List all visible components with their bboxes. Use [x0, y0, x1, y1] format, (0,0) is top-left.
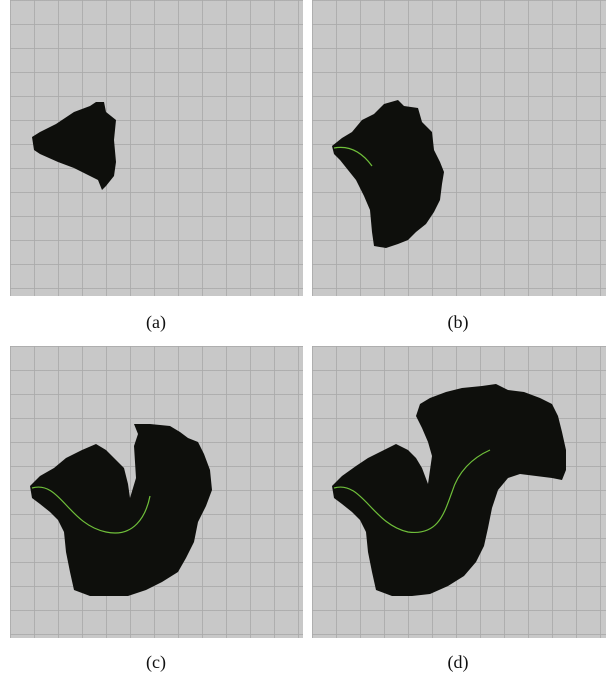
robot-trajectory	[31, 486, 151, 534]
caption-a: (a)	[146, 312, 166, 332]
caption-c: (c)	[146, 652, 166, 672]
explored-region	[32, 102, 116, 190]
occupancy-map-b	[332, 100, 444, 248]
map-panel-d	[312, 346, 606, 638]
map-panel-a	[10, 0, 303, 296]
explored-region	[332, 384, 566, 596]
map-panel-c	[10, 346, 303, 638]
occupancy-map-c	[30, 424, 212, 596]
occupancy-map-d	[332, 384, 566, 596]
map-panel-b	[312, 0, 606, 296]
occupancy-map-a	[32, 102, 116, 190]
explored-region	[30, 424, 212, 596]
explored-region	[332, 100, 444, 248]
caption-b: (b)	[447, 312, 469, 332]
robot-trajectory	[333, 146, 373, 167]
robot-trajectory	[333, 449, 491, 534]
caption-d: (d)	[447, 652, 469, 672]
